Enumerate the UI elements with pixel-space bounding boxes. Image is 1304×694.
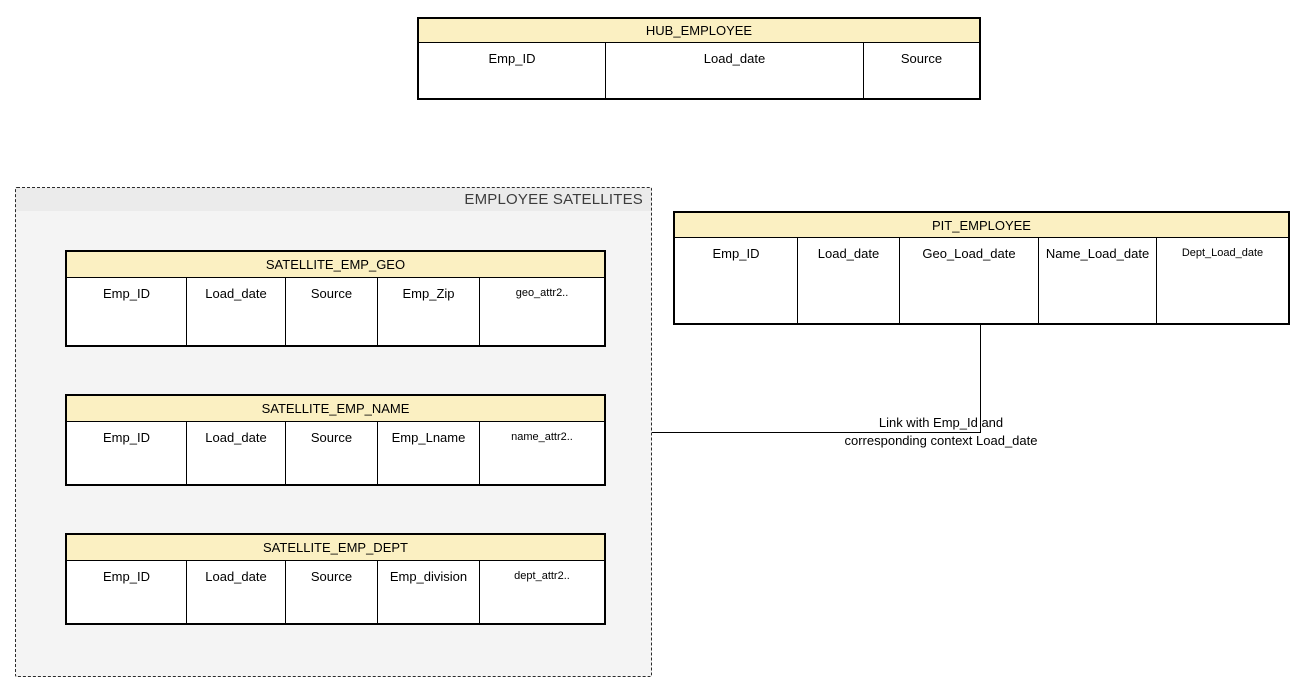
column-row: Emp_ID Load_date Source Emp_Zip geo_attr… xyxy=(67,278,604,345)
column-emp-id: Emp_ID xyxy=(419,43,606,98)
column-row: Emp_ID Load_date Geo_Load_date Name_Load… xyxy=(675,238,1288,323)
column-name-attr2: name_attr2.. xyxy=(511,431,573,443)
column-source: Source xyxy=(286,278,378,345)
column-row: Emp_ID Load_date Source xyxy=(419,43,979,98)
table-satellite-emp-name: SATELLITE_EMP_NAME Emp_ID Load_date Sour… xyxy=(65,394,606,486)
column-geo-attr2: geo_attr2.. xyxy=(515,287,569,299)
column-load-date: Load_date xyxy=(187,561,286,623)
table-title: PIT_EMPLOYEE xyxy=(675,213,1288,238)
column-row: Emp_ID Load_date Source Emp_Lname name_a… xyxy=(67,422,604,484)
table-title: SATELLITE_EMP_NAME xyxy=(67,396,604,422)
column-load-date: Load_date xyxy=(798,238,900,323)
column-emp-id: Emp_ID xyxy=(67,278,187,345)
column-source: Source xyxy=(286,422,378,484)
table-satellite-emp-geo: SATELLITE_EMP_GEO Emp_ID Load_date Sourc… xyxy=(65,250,606,347)
column-row: Emp_ID Load_date Source Emp_division dep… xyxy=(67,561,604,623)
column-emp-lname: Emp_Lname xyxy=(378,422,480,484)
column-emp-id: Emp_ID xyxy=(67,422,187,484)
column-emp-division: Emp_division xyxy=(378,561,480,623)
table-pit-employee: PIT_EMPLOYEE Emp_ID Load_date Geo_Load_d… xyxy=(673,211,1290,325)
connector-horizontal-line xyxy=(652,432,980,433)
connector-label-line1: Link with Emp_Id and xyxy=(878,415,1004,430)
connector-label-line2: corresponding context Load_date xyxy=(844,433,1038,448)
column-emp-id: Emp_ID xyxy=(67,561,187,623)
column-load-date: Load_date xyxy=(187,278,286,345)
column-emp-zip: Emp_Zip xyxy=(378,278,480,345)
table-satellite-emp-dept: SATELLITE_EMP_DEPT Emp_ID Load_date Sour… xyxy=(65,533,606,625)
table-title: SATELLITE_EMP_GEO xyxy=(67,252,604,278)
column-emp-id: Emp_ID xyxy=(675,238,798,323)
column-load-date: Load_date xyxy=(606,43,864,98)
connector-label: Link with Emp_Id and corresponding conte… xyxy=(828,414,1054,450)
column-geo-load-date: Geo_Load_date xyxy=(900,238,1039,323)
column-dept-attr2: dept_attr2.. xyxy=(514,570,570,582)
table-hub-employee: HUB_EMPLOYEE Emp_ID Load_date Source xyxy=(417,17,981,100)
column-source: Source xyxy=(900,51,943,66)
table-title: HUB_EMPLOYEE xyxy=(419,19,979,43)
column-load-date: Load_date xyxy=(187,422,286,484)
connector-vertical-line xyxy=(980,325,981,433)
table-title: SATELLITE_EMP_DEPT xyxy=(67,535,604,561)
group-title: EMPLOYEE SATELLITES xyxy=(16,188,651,211)
column-name-load-date: Name_Load_date xyxy=(1039,238,1157,323)
column-source: Source xyxy=(286,561,378,623)
column-dept-load-date: Dept_Load_date xyxy=(1181,247,1264,259)
